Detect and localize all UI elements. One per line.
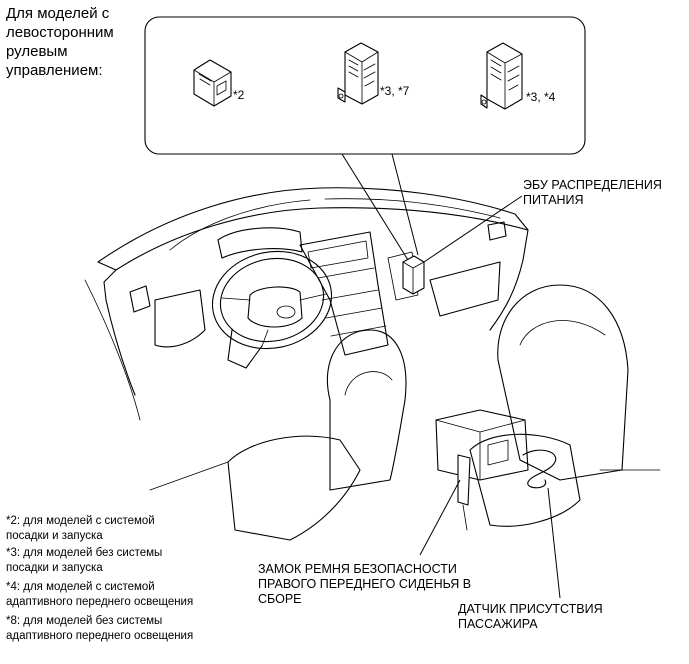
header-line-1: Для моделей с (6, 5, 110, 22)
note-2: *3: для моделей без системы посадки и за… (6, 546, 162, 576)
header-label: Для моделей с левосторонним рулевым упра… (6, 4, 114, 80)
ecu-leader (423, 195, 523, 263)
seats-drawing (149, 284, 661, 541)
sensor-callout-line-2: ПАССАЖИРА (458, 617, 538, 631)
module-3-drawing (480, 42, 523, 110)
note-2-line-1: *3: для моделей без системы (6, 547, 163, 559)
header-line-4: управлением: (6, 62, 103, 79)
note-4-line-2: адаптивного переднего освещения (6, 630, 194, 642)
note-3: *4: для моделей с системой адаптивного п… (6, 580, 193, 610)
inset-box (144, 16, 586, 155)
ecu-part (402, 255, 425, 295)
note-4: *8: для моделей без системы адаптивного … (6, 614, 193, 644)
module-1-label: *2 (233, 88, 245, 102)
ecu-callout-line-1: ЭБУ РАСПРЕДЕЛЕНИЯ (523, 178, 662, 192)
note-1-line-2: посадки и запуска (6, 530, 103, 542)
module-1-drawing (193, 59, 232, 107)
module-2-drawing (337, 42, 379, 105)
seatbelt-callout: ЗАМОК РЕМНЯ БЕЗОПАСНОСТИ ПРАВОГО ПЕРЕДНЕ… (258, 562, 471, 607)
note-3-line-2: адаптивного переднего освещения (6, 596, 194, 608)
header-line-2: левосторонним (6, 24, 114, 41)
module-2-label: *3, *7 (380, 84, 410, 98)
seatbelt-callout-line-3: СБОРЕ (258, 592, 302, 606)
seatbelt-leader (419, 479, 461, 556)
note-1: *2: для моделей с системой посадки и зап… (6, 514, 155, 544)
seatbelt-callout-line-2: ПРАВОГО ПЕРЕДНЕГО СИДЕНЬЯ В (258, 577, 472, 591)
sensor-leader (547, 487, 561, 599)
inset-leader-left (341, 153, 409, 261)
note-2-line-2: посадки и запуска (6, 562, 103, 574)
header-line-3: рулевым (6, 43, 68, 60)
note-4-line-1: *8: для моделей без системы (6, 615, 163, 627)
note-3-line-1: *4: для моделей с системой (6, 581, 155, 593)
sensor-callout: ДАТЧИК ПРИСУТСТВИЯ ПАССАЖИРА (458, 602, 603, 632)
note-1-line-1: *2: для моделей с системой (6, 515, 155, 527)
sensor-callout-line-1: ДАТЧИК ПРИСУТСТВИЯ (458, 602, 603, 616)
module-3-label: *3, *4 (526, 90, 556, 104)
ecu-callout-line-2: ПИТАНИЯ (523, 193, 584, 207)
dashboard-drawing (84, 187, 529, 421)
ecu-callout: ЭБУ РАСПРЕДЕЛЕНИЯ ПИТАНИЯ (523, 178, 662, 208)
inset-leader-right (391, 153, 419, 256)
seatbelt-callout-line-1: ЗАМОК РЕМНЯ БЕЗОПАСНОСТИ (258, 562, 457, 576)
